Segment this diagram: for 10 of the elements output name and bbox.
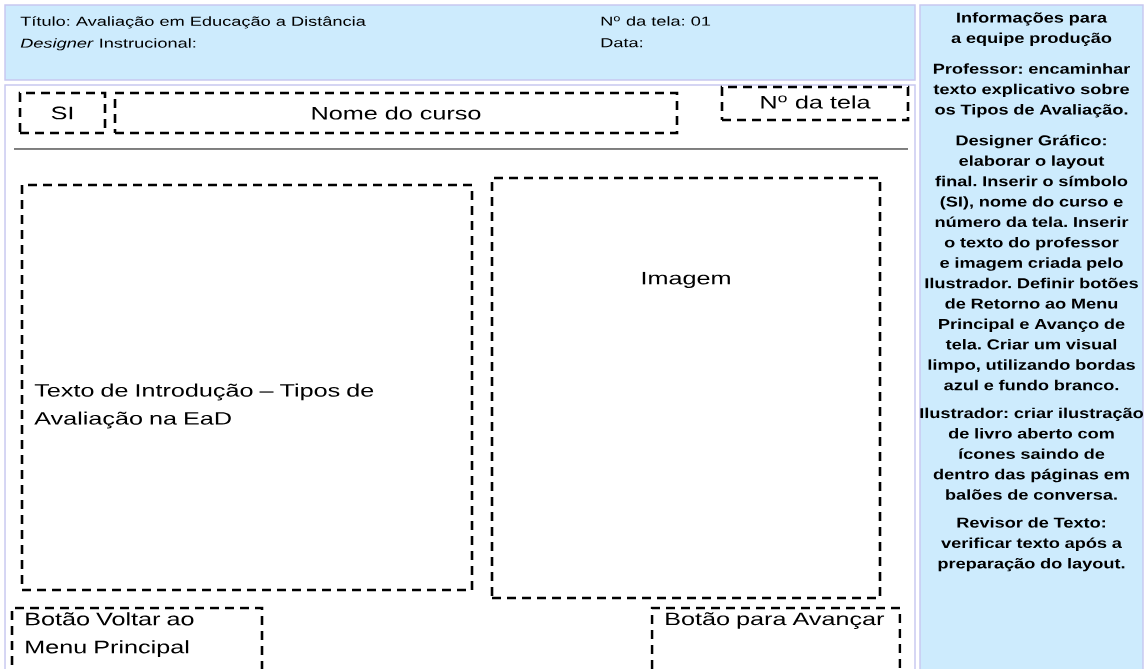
dashed-box: N$^{o}$ da tela (720, 85, 910, 122)
dashed-box: Botão para Avançar (650, 606, 902, 669)
dashed-box: Texto de Introdução – Tipos de Avaliação na EaD (20, 183, 474, 592)
dashed-box: Botão Voltar ao Menu Principal (10, 606, 264, 669)
dashed-box: SI (18, 91, 107, 135)
info-panel: Informações para a equipe produção Professor: encaminhar texto explicativo sobre os Tipos de Avaliação. Designer Gráfico: elaborar o layout final. Inserir o símbolo (SI), nome do curso e número da tela. Inserir o texto do professor e imagem criada pelo Ilustrador. Definir botões de Retorno ao Menu Principal e Avanço de tela. Criar um visual limpo, utilizando bordas azul e fundo branco. Ilustrador: criar ilustração de livro aberto com ícones saindo de dentro das páginas em balões de conversa. Revisor de Texto: verificar texto após a preparação do layout. (919, 4, 1144, 669)
header-band: Título: Avaliação em Educação a Distância Designer Instrucional: N$^{o}$ da tela: 01 Data: (4, 4, 916, 81)
dashed-box: Nome do curso (113, 91, 679, 135)
dashed-box: Imagem (490, 176, 882, 600)
screen-panel (4, 84, 916, 669)
